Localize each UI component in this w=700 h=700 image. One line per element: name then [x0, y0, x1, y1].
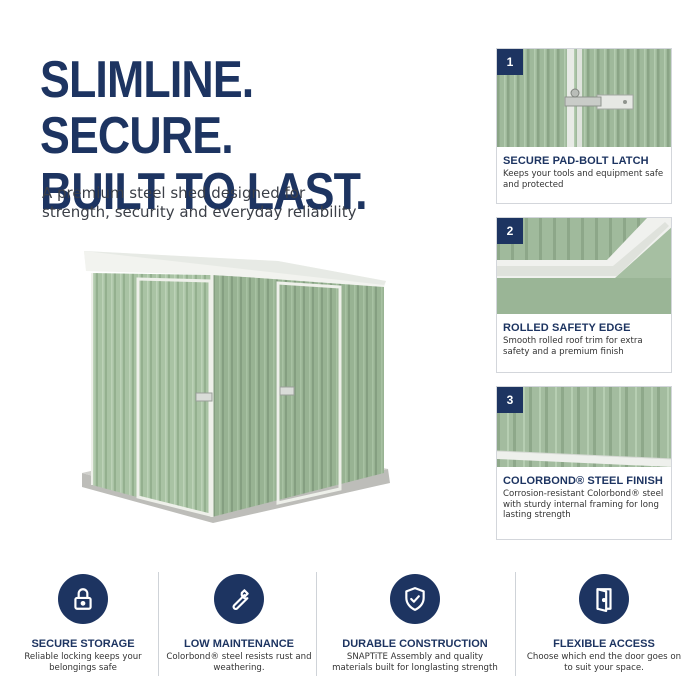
- feature-card-edge: 2 Rolled safety edge Smooth rolled roof …: [496, 217, 672, 373]
- feature-title: Colorbond® steel finish: [503, 475, 663, 487]
- roof-edge-photo: 2: [497, 218, 671, 314]
- feature-number-badge: 2: [497, 218, 523, 244]
- benefit-description: SNAPTiTE Assembly and quality materials …: [332, 652, 498, 673]
- roof-trim: [84, 251, 386, 287]
- right-door-frame: [276, 281, 342, 505]
- benefit-durable-construction: Durable construction SNAPTiTE Assembly a…: [330, 572, 500, 674]
- benefit-secure-storage: Secure storage Reliable locking keeps yo…: [4, 572, 162, 674]
- wrench-icon: [214, 574, 264, 624]
- divider: [158, 572, 159, 676]
- headline-line-2: BUILT TO LAST.: [40, 163, 368, 221]
- left-door-frame: [136, 277, 212, 517]
- feature-title: Secure pad-bolt latch: [503, 155, 649, 167]
- latch-photo: 1: [497, 49, 671, 147]
- benefit-description: Colorbond® steel resists rust and weathe…: [166, 652, 312, 673]
- subheading-line-1: A premium steel shed designed for: [42, 184, 306, 202]
- benefit-title: Secure storage: [31, 638, 135, 650]
- divider: [515, 572, 516, 676]
- benefit-title: Durable construction: [342, 638, 488, 650]
- feature-number-badge: 3: [497, 387, 523, 413]
- feature-description: Smooth rolled roof trim for extra safety…: [503, 336, 643, 357]
- benefit-description: Reliable locking keeps your belongings s…: [24, 652, 142, 673]
- benefits-row: Secure storage Reliable locking keeps yo…: [0, 572, 700, 682]
- feature-card-latch: 1 Secure pad-bolt latch Keeps your tools…: [496, 48, 672, 204]
- benefit-description: Choose which end the door goes on to sui…: [526, 652, 682, 673]
- subheading-line-2: strength, security and everyday reliabil…: [42, 203, 357, 221]
- subheading: A premium steel shed designed for streng…: [42, 184, 402, 222]
- feature-description: Corrosion-resistant Colorbond® steel wit…: [503, 489, 664, 520]
- benefit-low-maintenance: Low maintenance Colorbond® steel resists…: [160, 572, 318, 674]
- headline: SLIMLINE. SECURE. BUILT TO LAST.: [40, 52, 384, 220]
- benefit-flexible-access: Flexible access Choose which end the doo…: [522, 572, 686, 674]
- shed-front-wall: [92, 273, 212, 517]
- feature-card-finish: 3 Colorbond® steel finish Corrosion-resi…: [496, 386, 672, 540]
- feature-description: Keeps your tools and equipment safe and …: [503, 169, 664, 190]
- door-latch: [195, 392, 213, 402]
- benefit-title: Flexible access: [553, 638, 655, 650]
- steel-finish-photo: 3: [497, 387, 671, 467]
- feature-number-badge: 1: [497, 49, 523, 75]
- benefit-title: Low maintenance: [184, 638, 294, 650]
- headline-line-1: SLIMLINE. SECURE.: [40, 51, 254, 165]
- padlock-icon: [58, 574, 108, 624]
- divider: [316, 572, 317, 676]
- door-icon: [579, 574, 629, 624]
- shed-product-image: [78, 245, 398, 545]
- door-latch: [279, 386, 295, 396]
- shed-illustration: [82, 251, 390, 523]
- feature-title: Rolled safety edge: [503, 322, 631, 334]
- shield-check-icon: [390, 574, 440, 624]
